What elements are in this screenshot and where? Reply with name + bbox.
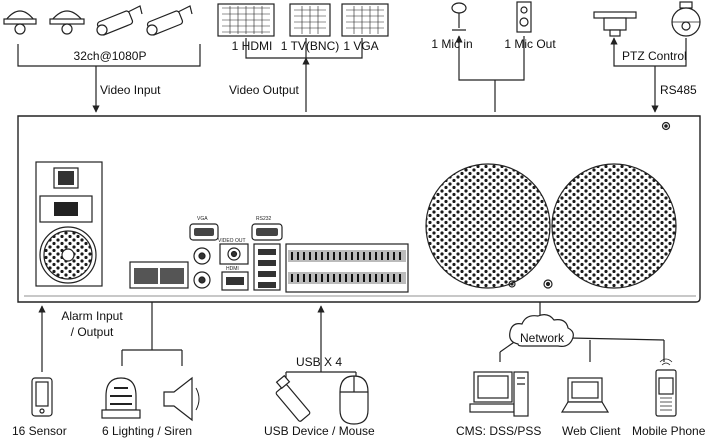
microphone-icon <box>451 2 467 31</box>
web-client-label: Web Client <box>562 424 621 438</box>
ptz-bracket-line <box>613 46 687 67</box>
siren-icon <box>163 376 200 422</box>
rs485-label: RS485 <box>660 83 697 97</box>
sensor-icon <box>31 377 53 417</box>
alarm-io-label-2: / Output <box>70 325 114 339</box>
rs232-port-label: RS232 <box>256 216 272 222</box>
monitor-vga-label: 1 VGA <box>343 39 379 53</box>
mic-in-label: 1 Mic in <box>431 37 473 51</box>
usb-x4-label: USB X 4 <box>296 355 343 369</box>
cameras-caption: 32ch@1080P <box>73 49 147 63</box>
fan-grille-icon <box>551 163 677 289</box>
fan-grille-icon <box>425 163 551 289</box>
video-out-port-label: VIDEO OUT <box>218 238 246 244</box>
alarm-bracket-line <box>121 349 183 366</box>
desktop-pc-icon <box>469 371 529 417</box>
usb-devices-label: USB Device / Mouse <box>264 424 375 438</box>
dome-camera-icon <box>3 10 37 35</box>
vga-port-label: VGA <box>197 216 208 222</box>
monitor-icon <box>217 3 275 37</box>
mouse-icon <box>339 375 369 425</box>
dome-camera-icon <box>49 10 85 35</box>
ground-screw-icon <box>661 121 671 131</box>
sensor-label: 16 Sensor <box>12 424 67 438</box>
network-branch-lines <box>499 340 665 362</box>
monitor-tv-label: 1 TV(BNC) <box>280 39 340 53</box>
bnc-ports <box>193 243 249 289</box>
mobile-phone-icon <box>655 358 677 417</box>
camera-bracket-line <box>17 44 201 67</box>
laptop-icon <box>560 377 610 413</box>
usb-bracket-line <box>285 371 357 378</box>
bullet-camera-icon <box>146 5 193 36</box>
power-switch-icon <box>58 171 74 185</box>
rs232-port <box>251 223 283 241</box>
ptz-camera-icon <box>593 11 637 37</box>
speaker-icon <box>516 1 532 33</box>
screw-icons <box>508 279 553 289</box>
vga-port <box>189 223 219 241</box>
monitor-icon <box>341 3 389 37</box>
ptz-camera-icon <box>671 1 701 37</box>
hdmi-port-label: HDMI <box>226 266 239 272</box>
audio-bracket-line <box>458 55 525 81</box>
cloud-icon <box>509 314 574 347</box>
ptz-control-label: PTZ Control <box>622 49 687 63</box>
mic-out-label: 1 Mic Out <box>504 37 556 51</box>
video-input-label: Video Input <box>100 83 161 97</box>
power-socket-icon <box>54 202 78 216</box>
usb-stick-icon <box>275 374 311 422</box>
video-output-label: Video Output <box>229 83 299 97</box>
lan-ports <box>129 261 189 289</box>
monitor-icon <box>289 3 331 37</box>
cms-label: CMS: DSS/PSS <box>456 424 542 438</box>
hdmi-port <box>221 271 249 291</box>
monitor-hdmi-label: 1 HDMI <box>231 39 273 53</box>
power-supply-module <box>35 161 103 287</box>
network-label: Network <box>520 331 565 345</box>
alarm-terminal-block <box>285 243 409 293</box>
alarm-light-icon <box>101 377 141 419</box>
bullet-camera-icon <box>96 5 143 36</box>
usb-ports <box>253 243 281 291</box>
lighting-siren-label: 6 Lighting / Siren <box>102 424 193 438</box>
alarm-io-label-1: Alarm Input <box>61 309 123 323</box>
mobile-phone-label: Mobile Phone <box>632 424 706 438</box>
